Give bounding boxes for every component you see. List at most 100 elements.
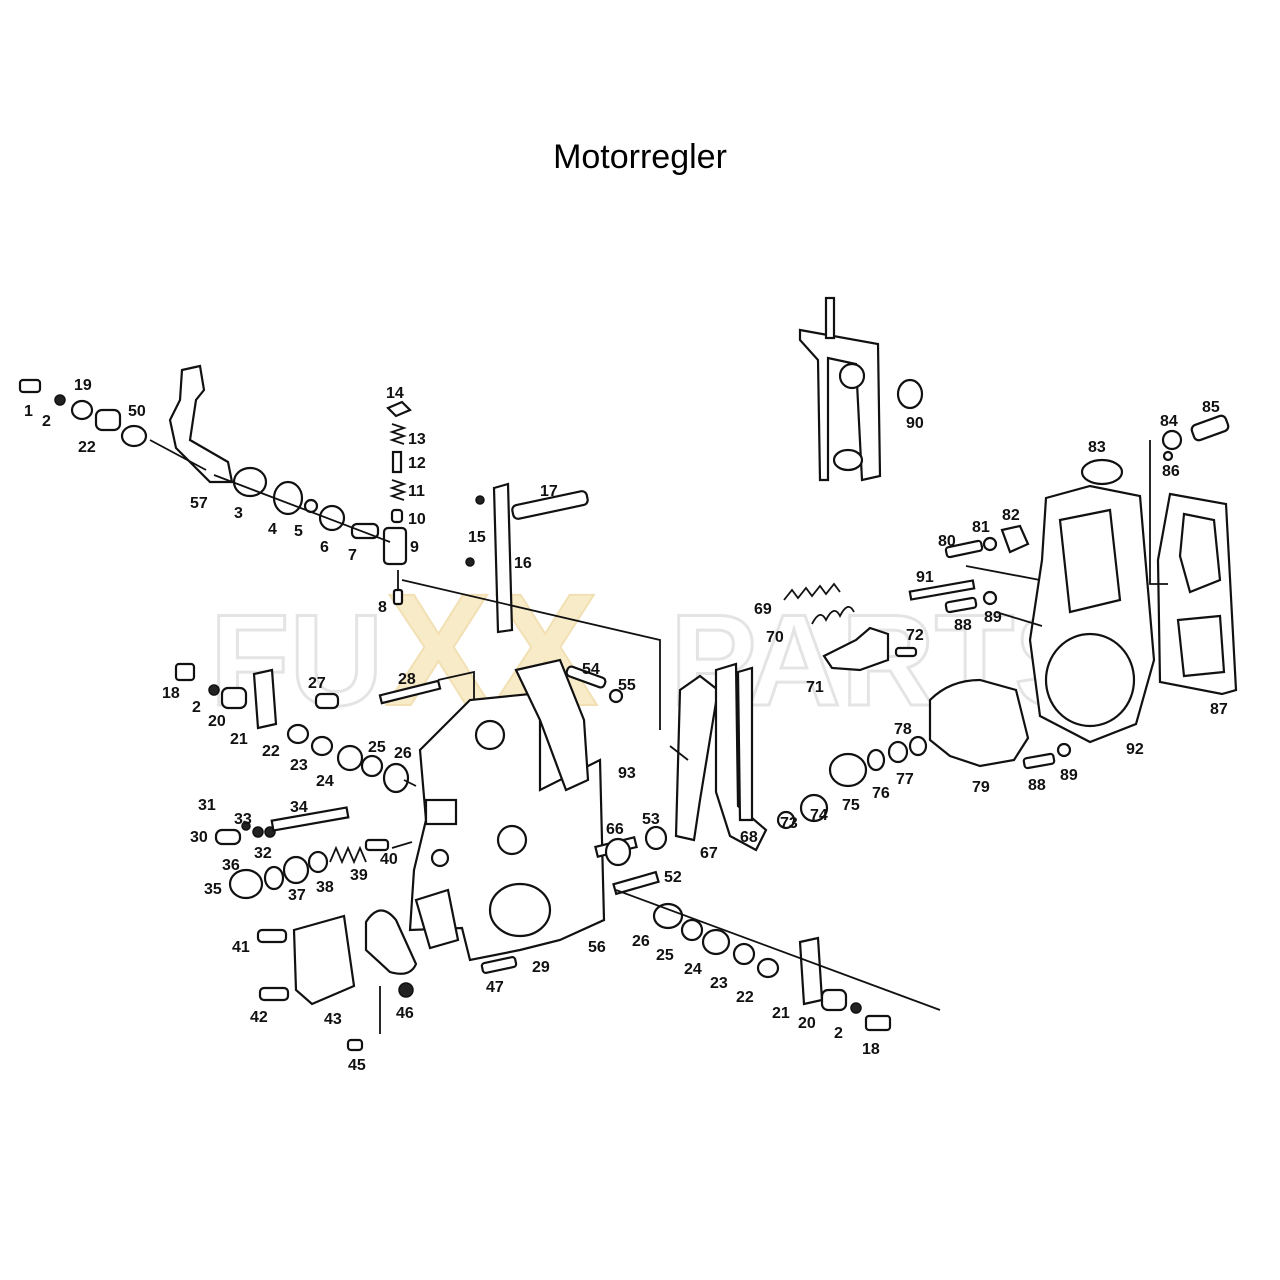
washer-15-top <box>475 495 485 505</box>
label-12: 12 <box>408 455 426 472</box>
watermark-left: FU <box>210 587 383 733</box>
label-56: 56 <box>588 939 606 956</box>
ring-22 <box>286 723 310 745</box>
gear-74 <box>799 793 829 823</box>
label-46: 46 <box>396 1005 414 1022</box>
nut-6 <box>318 504 346 532</box>
levers-and-spindle <box>674 662 928 852</box>
guide-j <box>965 565 1041 581</box>
ring-23 <box>310 735 334 757</box>
governor-housing <box>408 658 606 962</box>
label-91: 91 <box>916 569 934 586</box>
gasket-56 <box>514 658 590 792</box>
label-88b: 88 <box>954 617 972 634</box>
housing-boss <box>474 719 506 751</box>
washer-73 <box>776 810 796 830</box>
gasket-44 <box>364 909 418 975</box>
label-10: 10 <box>408 511 426 528</box>
label-88: 88 <box>1028 777 1046 794</box>
label-24: 24 <box>316 773 334 790</box>
cover-43 <box>292 914 356 1006</box>
bolt-80 <box>944 539 984 559</box>
label-86: 86 <box>1162 463 1180 480</box>
label-68: 68 <box>740 829 758 846</box>
screw-28 <box>378 679 442 705</box>
label-17: 17 <box>540 483 558 500</box>
nut-37 <box>282 855 310 885</box>
guide-d <box>401 579 661 730</box>
housing-window <box>424 798 458 826</box>
bolt-18 <box>174 662 196 682</box>
spring-69 <box>783 582 841 601</box>
label-25: 25 <box>368 739 386 756</box>
label-29: 29 <box>532 959 550 976</box>
label-11: 11 <box>408 483 425 500</box>
guide-k <box>995 611 1043 627</box>
lever-68-arm <box>736 666 754 822</box>
label-40: 40 <box>380 851 398 868</box>
housing-92-window <box>1058 508 1122 614</box>
bolt-18b <box>864 1014 892 1032</box>
top-bracket <box>798 296 924 482</box>
bushing-20 <box>220 686 248 710</box>
label-6: 6 <box>320 539 329 556</box>
ring-23b <box>732 942 756 966</box>
plate-21b <box>798 936 824 1006</box>
label-20b: 20 <box>798 1015 816 1032</box>
ring-25 <box>360 754 384 778</box>
label-15: 15 <box>468 529 486 546</box>
washer-86 <box>1162 450 1174 462</box>
label-66: 66 <box>606 821 624 838</box>
spring-39 <box>329 845 367 865</box>
label-92: 92 <box>1126 741 1144 758</box>
spring-stack <box>386 400 412 606</box>
center-right-parts <box>594 825 668 896</box>
label-81: 81 <box>972 519 990 536</box>
disc-3 <box>232 466 268 498</box>
nut-24b <box>701 928 731 956</box>
rod-17 <box>511 490 589 520</box>
label-55: 55 <box>618 677 636 694</box>
washer-2 <box>54 394 66 406</box>
label-53: 53 <box>642 811 660 828</box>
spring-11 <box>389 479 407 501</box>
label-83: 83 <box>1088 439 1106 456</box>
bolt-1 <box>18 378 42 394</box>
housing-29 <box>488 882 552 938</box>
label-72: 72 <box>906 627 924 644</box>
washer-33 <box>252 826 264 838</box>
spring-70 <box>811 606 855 625</box>
label-21b: 21 <box>772 1005 790 1022</box>
label-32: 32 <box>254 845 272 862</box>
page-title: Motorregler <box>553 138 727 176</box>
washer-2c <box>850 1002 862 1014</box>
label-52: 52 <box>664 869 682 886</box>
guide-i <box>669 745 689 761</box>
label-79: 79 <box>972 779 990 796</box>
cover-plate <box>414 888 460 950</box>
label-38: 38 <box>316 879 334 896</box>
label-47: 47 <box>486 979 504 996</box>
bushing-22 <box>94 408 122 432</box>
top-right-parts <box>908 414 1230 614</box>
bushing-20b <box>820 988 848 1012</box>
screw-47 <box>480 956 518 974</box>
washer-89 <box>1056 742 1072 758</box>
part-labels: 1 2 19 50 22 57 3 4 5 6 7 14 13 12 11 10… <box>24 377 1228 1074</box>
label-73: 73 <box>780 815 798 832</box>
nut-84 <box>1161 429 1183 451</box>
label-78: 78 <box>894 721 912 738</box>
pin-40 <box>364 838 390 852</box>
screw-34 <box>270 806 350 832</box>
ring-4 <box>272 480 304 516</box>
label-70: 70 <box>766 629 784 646</box>
bolt-88 <box>1022 752 1056 770</box>
label-50: 50 <box>128 403 146 420</box>
pin-8 <box>392 588 404 606</box>
guide-l <box>1149 440 1168 585</box>
label-84: 84 <box>1160 413 1178 430</box>
ring-26b <box>652 902 684 930</box>
label-22: 22 <box>78 439 96 456</box>
washer-89b <box>982 590 998 606</box>
label-36: 36 <box>222 857 240 874</box>
